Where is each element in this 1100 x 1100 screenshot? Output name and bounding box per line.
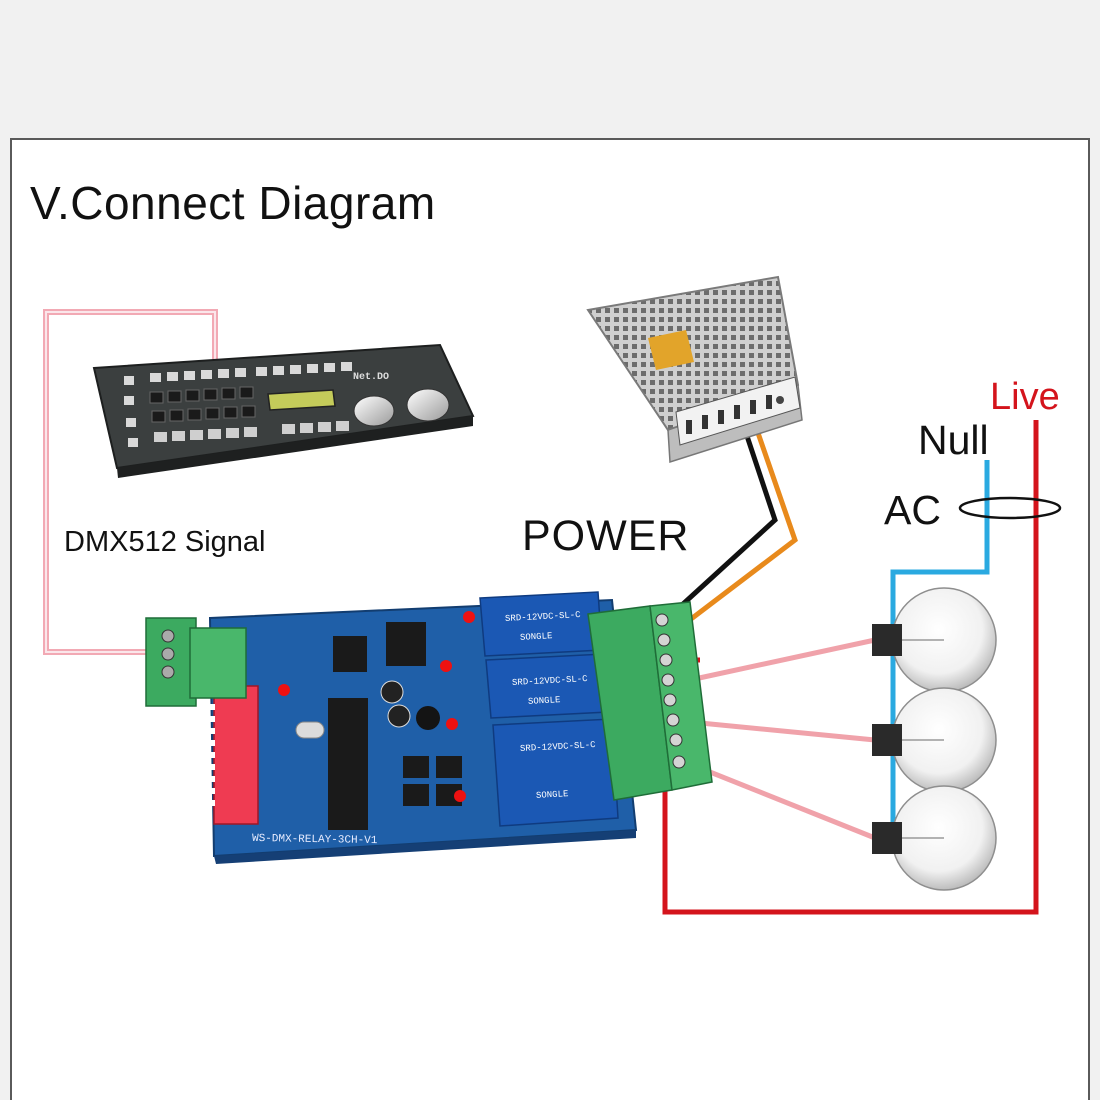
console-knob-left bbox=[353, 395, 395, 427]
relay-2-brand: SONGLE bbox=[527, 695, 561, 707]
console-knob-right bbox=[406, 388, 450, 422]
page-title: V.Connect Diagram bbox=[30, 177, 436, 229]
relay-1-brand: SONGLE bbox=[519, 631, 553, 643]
ac-ring bbox=[958, 496, 1062, 520]
ac-label: AC bbox=[884, 487, 941, 533]
bulb-2 bbox=[872, 687, 997, 793]
controller-brand-label: Net.DO bbox=[353, 372, 390, 383]
live-label: Live bbox=[990, 376, 1060, 418]
relay-output-terminal bbox=[587, 601, 713, 801]
null-label: Null bbox=[918, 417, 989, 463]
dmx-signal-label: DMX512 Signal bbox=[64, 526, 266, 558]
board-name-label: WS-DMX-RELAY-3CH-V1 bbox=[251, 832, 378, 848]
relay-1 bbox=[479, 591, 603, 657]
load-wire-2 bbox=[689, 719, 876, 743]
relay-3-brand: SONGLE bbox=[535, 789, 569, 801]
load-wire-3 bbox=[689, 761, 876, 841]
load-wire-1 bbox=[689, 637, 876, 683]
bulb-3 bbox=[872, 785, 997, 891]
power-label: POWER bbox=[522, 512, 690, 560]
console-lcd bbox=[267, 389, 336, 411]
dmx-relay-board bbox=[207, 591, 638, 864]
dmx-controller-console bbox=[92, 343, 475, 478]
power-positive-wire bbox=[668, 429, 798, 637]
power-negative-wire bbox=[658, 429, 778, 627]
power-supply-unit bbox=[586, 275, 803, 464]
dmx-input-terminal bbox=[145, 617, 247, 707]
dip-switch bbox=[213, 685, 259, 825]
relay-3 bbox=[492, 718, 619, 827]
